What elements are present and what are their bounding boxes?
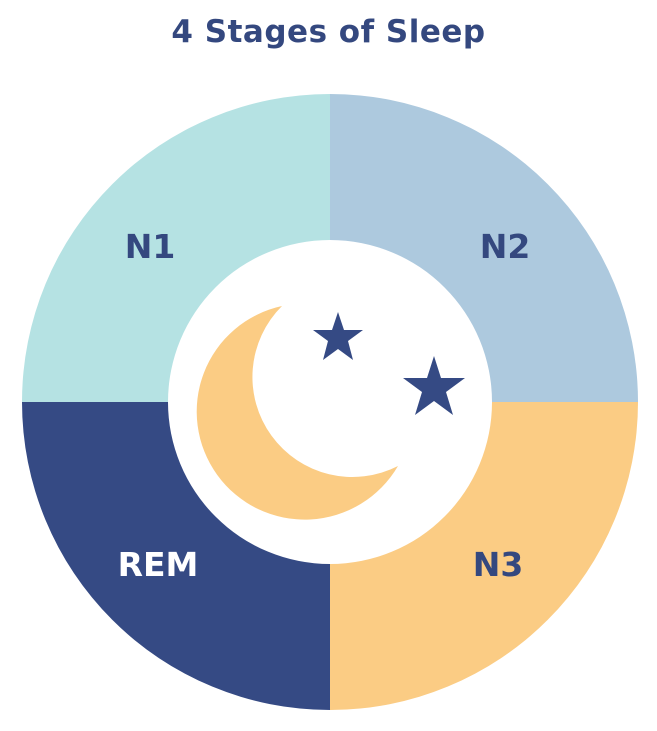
diagram-title: 4 Stages of Sleep [171,14,486,50]
star-icon [313,312,363,360]
segment-n1 [22,94,330,402]
segment-n3 [330,402,638,710]
segment-n2 [330,94,638,402]
segment-rem [22,402,330,710]
label-n1: N1 [125,227,176,266]
label-n2: N2 [480,227,531,266]
star-icon [403,356,465,415]
label-rem: REM [118,545,199,584]
label-n3: N3 [473,545,524,584]
crescent-moon-icon [196,306,398,520]
